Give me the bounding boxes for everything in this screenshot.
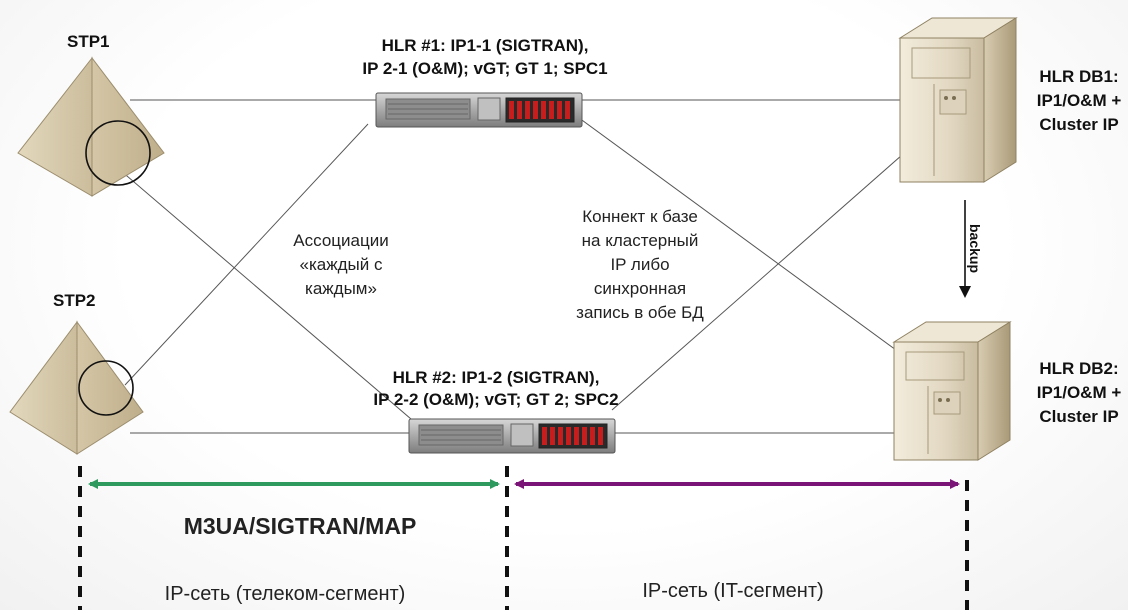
db-connect-line1: Коннект к базе bbox=[582, 207, 698, 226]
db2-label-line3: Cluster IP bbox=[1039, 407, 1118, 426]
db-connect-line4: синхронная bbox=[594, 279, 686, 298]
link-hlr2-db1 bbox=[611, 147, 911, 411]
hlr1-label-line2: IP 2-1 (O&M); vGT; GT 1; SPC1 bbox=[362, 59, 607, 78]
db2-label-line1: HLR DB2: bbox=[1039, 359, 1118, 378]
hlr1-label-line1: HLR #1: IP1-1 (SIGTRAN), bbox=[382, 36, 589, 55]
associations-annotation: Ассоциации «каждый с каждым» bbox=[293, 231, 388, 298]
db1-label-line3: Cluster IP bbox=[1039, 115, 1118, 134]
db1-label-line1: HLR DB1: bbox=[1039, 67, 1118, 86]
connection-lines bbox=[119, 99, 911, 434]
it-segment-label: IP-сеть (IT-сегмент) bbox=[642, 580, 823, 602]
associations-line2: «каждый с bbox=[300, 255, 383, 274]
db-connect-line5: запись в обе БД bbox=[576, 303, 704, 322]
db2-tower-server-icon bbox=[892, 321, 1012, 461]
telecom-segment-label: IP-сеть (телеком-сегмент) bbox=[165, 583, 406, 605]
hlr2-rack-server-icon bbox=[408, 418, 616, 454]
stp1-pyramid-icon bbox=[17, 56, 165, 197]
hlr2-label-line1: HLR #2: IP1-2 (SIGTRAN), bbox=[393, 368, 600, 387]
stp1-label: STP1 bbox=[67, 32, 110, 51]
backup-label: backup bbox=[967, 224, 983, 273]
db-connect-annotation: Коннект к базе на кластерный IP либо син… bbox=[576, 207, 704, 322]
db1-label-line2: IP1/O&M + bbox=[1037, 91, 1122, 110]
db-connect-line3: IP либо bbox=[610, 255, 669, 274]
protocol-label: M3UA/SIGTRAN/MAP bbox=[184, 513, 417, 539]
hlr2-label-line2: IP 2-2 (O&M); vGT; GT 2; SPC2 bbox=[373, 390, 618, 409]
backup-arrow: backup bbox=[959, 200, 983, 298]
link-hlr1-db2 bbox=[574, 114, 897, 351]
db2-label-line2: IP1/O&M + bbox=[1037, 383, 1122, 402]
hlr1-rack-server-icon bbox=[375, 92, 583, 128]
stp2-label: STP2 bbox=[53, 291, 96, 310]
segment-boundaries bbox=[78, 466, 969, 610]
stp2-pyramid-icon bbox=[9, 320, 144, 455]
link-stp2-hlr1 bbox=[124, 123, 369, 386]
link-stp1-hlr2 bbox=[119, 169, 419, 426]
associations-line3: каждым» bbox=[305, 279, 377, 298]
db-connect-line2: на кластерный bbox=[582, 231, 699, 250]
associations-line1: Ассоциации bbox=[293, 231, 388, 250]
db1-tower-server-icon bbox=[898, 17, 1018, 183]
